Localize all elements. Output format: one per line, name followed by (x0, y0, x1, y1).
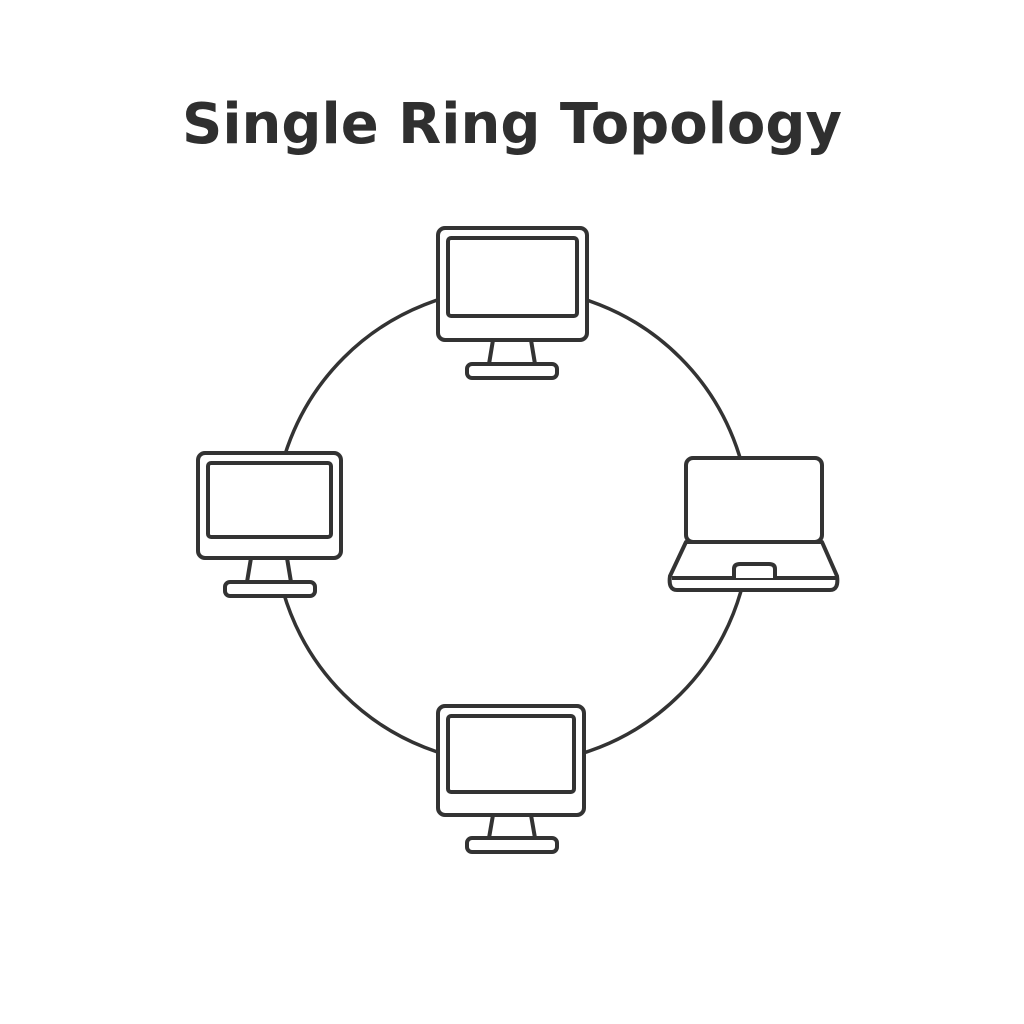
monitor-node-top (436, 226, 589, 380)
monitor-node-left (196, 451, 343, 598)
laptop-node-right (667, 456, 840, 592)
monitor-node-bottom (436, 704, 586, 854)
diagram-title: Single Ring Topology (182, 92, 842, 157)
